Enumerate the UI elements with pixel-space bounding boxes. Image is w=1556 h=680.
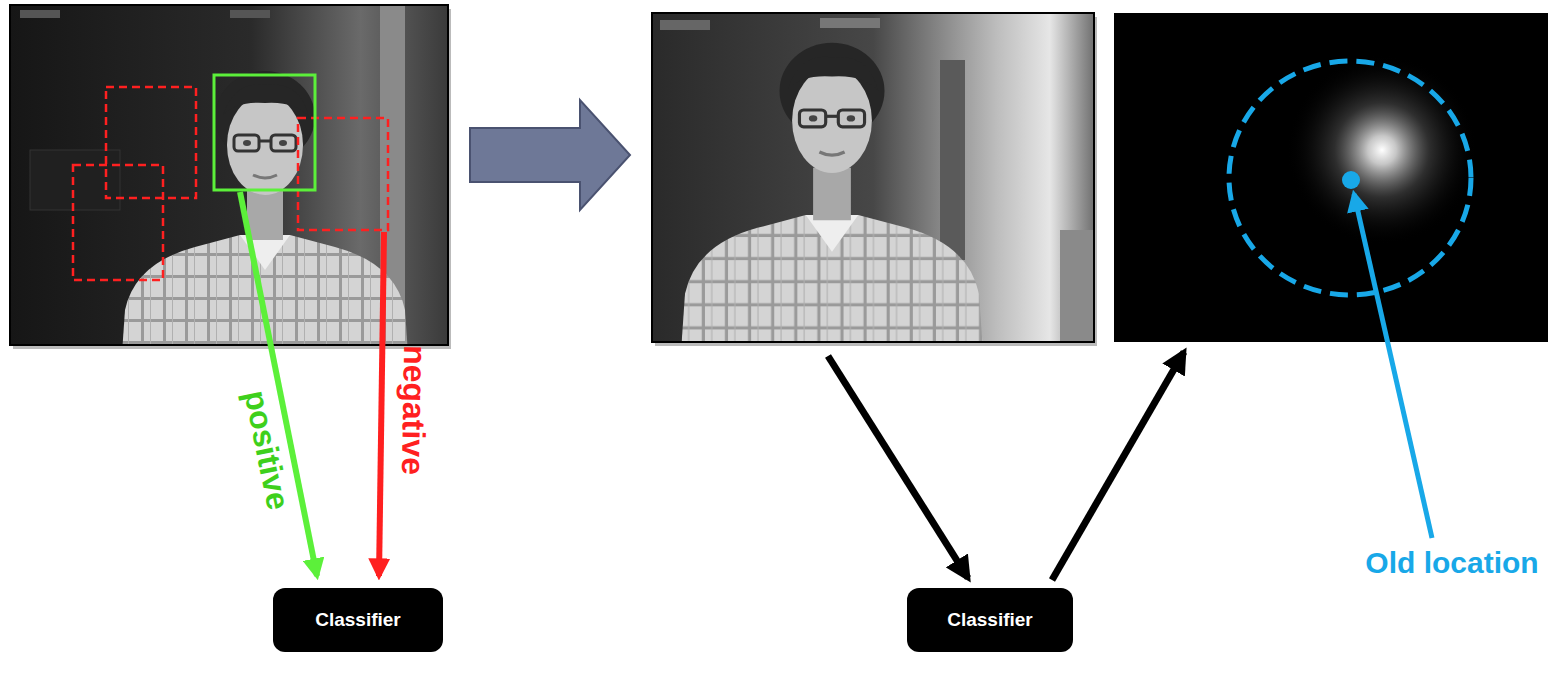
leader-arrow: [1354, 194, 1432, 538]
positive-arrow: [240, 192, 317, 576]
search-region: [1229, 61, 1471, 295]
negative-box: [106, 87, 196, 198]
photo-frame: [652, 13, 1097, 446]
arrow-label: negative: [397, 345, 431, 475]
confidence-map: [1114, 13, 1548, 342]
flow-arrow: [1052, 352, 1184, 580]
photo-frame: [10, 5, 451, 455]
classifier-box: Classifier: [907, 588, 1073, 652]
flow-arrow: [828, 356, 968, 578]
positive-box: [214, 75, 315, 190]
negative-box: [73, 165, 163, 280]
node-label: Classifier: [315, 609, 401, 631]
classifier-box: Classifier: [273, 588, 443, 652]
callout-label: Old location: [1365, 548, 1538, 578]
flow-arrow: [470, 100, 630, 210]
node-label: Classifier: [947, 609, 1033, 631]
negative-arrow: [379, 232, 384, 576]
location-dot: [1342, 171, 1360, 189]
negative-box: [298, 118, 388, 230]
arrow-label: positive: [239, 388, 294, 513]
